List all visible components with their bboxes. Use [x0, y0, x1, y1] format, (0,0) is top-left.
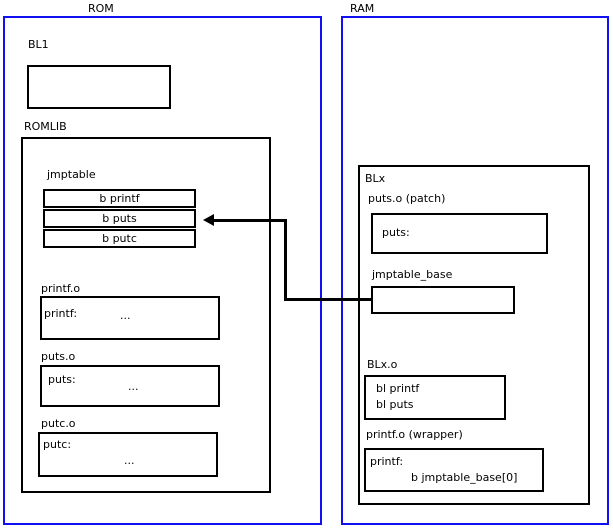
ram-region-box: [341, 16, 609, 525]
rom-putc-ellipsis: ...: [124, 454, 135, 467]
connector-segment-vertical: [284, 219, 287, 301]
jmptable-row-b-putc: b putc: [43, 229, 196, 248]
rom-region-label: ROM: [88, 2, 114, 15]
jmptable-row-b-puts: b puts: [43, 209, 196, 228]
blx-label: BLx: [365, 172, 386, 185]
connector-segment-horizontal-upper: [214, 219, 287, 222]
rom-puts-ellipsis: ...: [128, 380, 139, 393]
romlib-label: ROMLIB: [24, 120, 67, 133]
jmptable-row-b-printf: b printf: [43, 189, 196, 208]
blx-o-box: bl printf bl puts: [364, 375, 506, 420]
rom-puts-o-label: puts.o: [41, 350, 76, 363]
rom-region-box: [3, 16, 322, 525]
blx-o-label: BLx.o: [367, 358, 398, 371]
ram-puts-patch-box: puts:: [371, 213, 548, 254]
ram-puts-patch-label: puts.o (patch): [368, 192, 446, 205]
jmptable-label: jmptable: [47, 168, 96, 181]
ram-puts-patch-symbol: puts:: [382, 226, 410, 239]
ram-printf-wrapper-symbol: printf:: [370, 455, 404, 468]
ram-region-label: RAM: [350, 2, 375, 15]
rom-putc-o-label: putc.o: [41, 417, 76, 430]
blx-o-line-bl-puts: bl puts: [376, 398, 414, 411]
jmptable-base-label: jmptable_base: [372, 268, 453, 281]
rom-printf-symbol: printf:: [44, 307, 78, 320]
blx-o-line-bl-printf: bl printf: [376, 382, 420, 395]
rom-printf-ellipsis: ...: [120, 309, 131, 322]
connector-segment-horizontal-lower: [284, 298, 372, 301]
rom-puts-symbol: puts:: [48, 373, 76, 386]
rom-printf-o-box: printf: ...: [40, 296, 220, 340]
ram-printf-wrapper-branch: b jmptable_base[0]: [411, 471, 518, 484]
rom-putc-o-box: putc: ...: [38, 432, 218, 477]
jmptable-base-box: [371, 286, 515, 314]
ram-printf-wrapper-label: printf.o (wrapper): [366, 428, 463, 441]
rom-puts-o-box: puts: ...: [40, 365, 220, 407]
bl1-box: [27, 65, 171, 109]
rom-printf-o-label: printf.o: [41, 282, 81, 295]
bl1-label: BL1: [28, 38, 49, 51]
rom-putc-symbol: putc:: [43, 438, 72, 451]
ram-printf-wrapper-box: printf: b jmptable_base[0]: [364, 448, 544, 492]
connector-arrowhead-icon: [203, 214, 214, 226]
